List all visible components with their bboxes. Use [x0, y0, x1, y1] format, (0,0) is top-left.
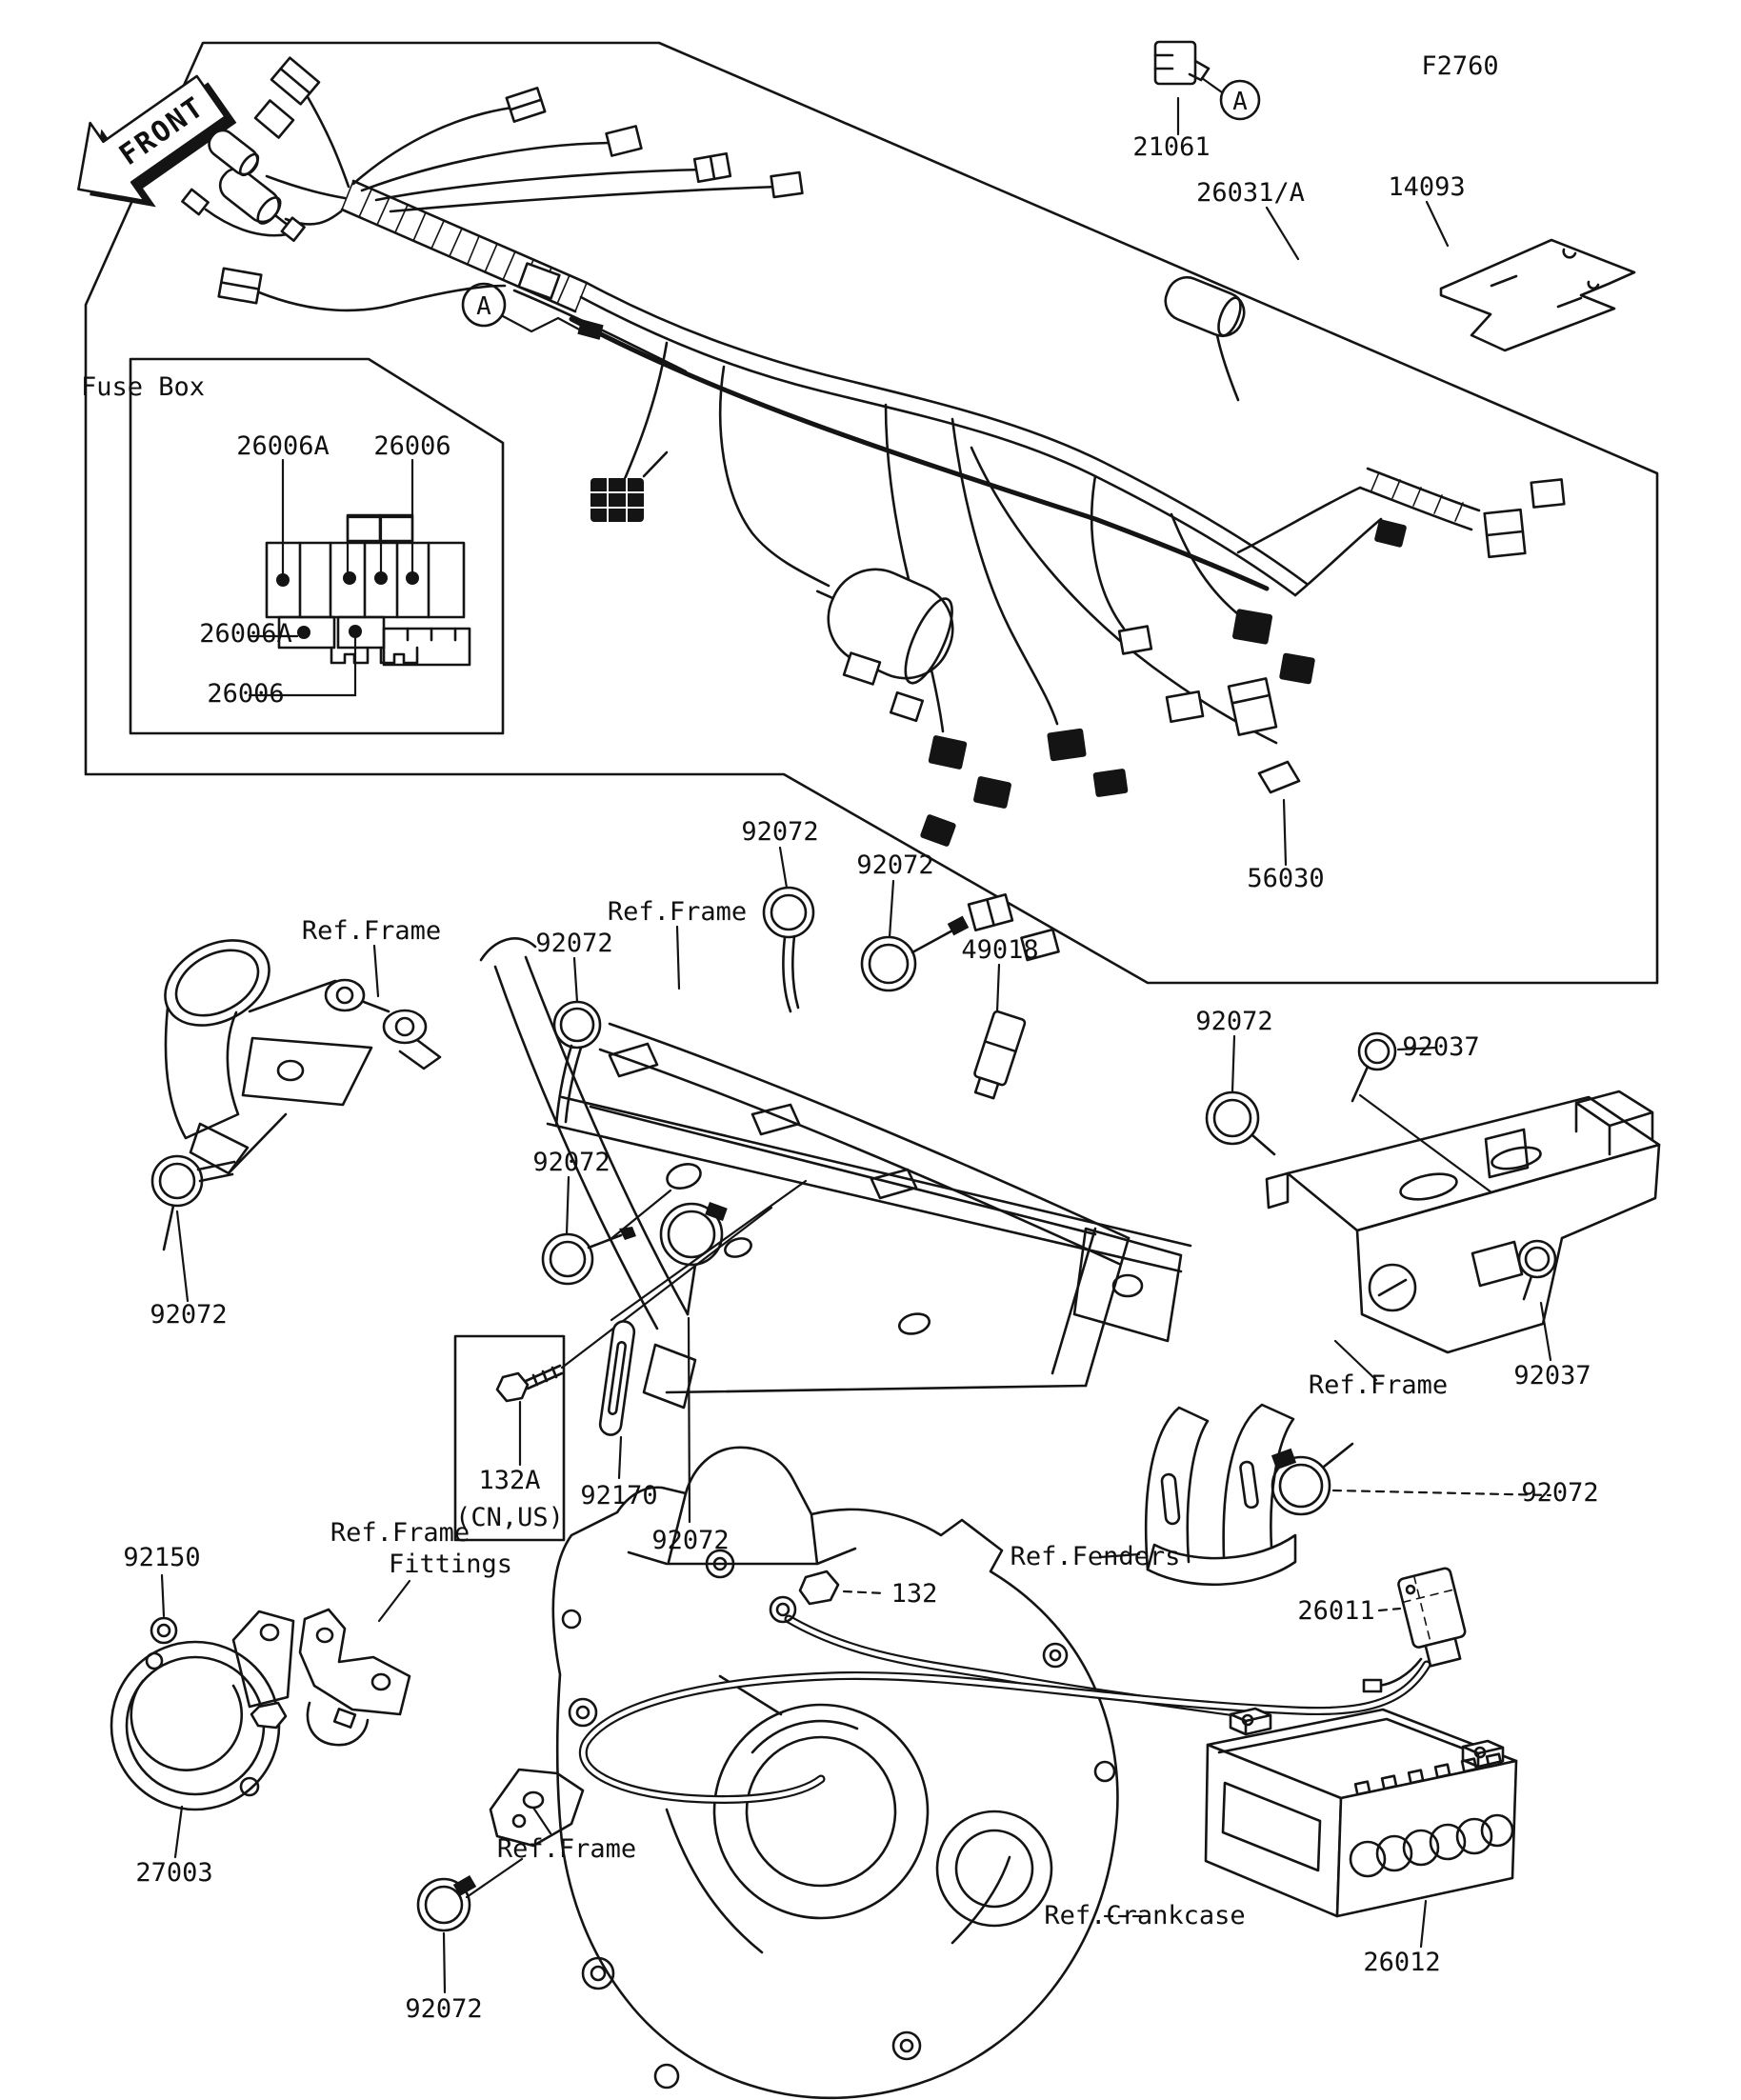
horn-assembly [110, 1573, 411, 1859]
callout-26006a-top: 26006A [236, 431, 330, 461]
callout-92072-b: 92072 [856, 850, 933, 880]
callout-132a-region: (CN,US) [455, 1503, 564, 1532]
fuse-box-inset [129, 357, 505, 735]
steering-head [150, 939, 442, 1303]
callout-ref-frame-left: Ref.Frame [302, 916, 441, 946]
callout-26006-left: 26006 [207, 679, 284, 709]
detail-marker-a-top: A [1232, 88, 1248, 116]
callout-14093: 14093 [1388, 172, 1465, 202]
battery-26012 [1204, 1707, 1518, 1949]
callout-26012: 26012 [1363, 1948, 1440, 1977]
callout-26006-top: 26006 [373, 431, 450, 461]
callout-ref-frame-fittings-1: Ref.Frame [330, 1518, 470, 1548]
right-bracket [1265, 1090, 1661, 1382]
part-14093 [1425, 200, 1636, 352]
fuse-box-title: Fuse Box [81, 372, 205, 402]
callout-49018: 49018 [961, 935, 1038, 965]
battery-terminal-neg [1229, 1707, 1272, 1736]
callout-27003: 27003 [135, 1858, 212, 1888]
bottom-bracket [416, 1768, 585, 1994]
callout-92037-2: 92037 [1513, 1361, 1591, 1390]
callout-ref-crankcase: Ref.Crankcase [1044, 1901, 1245, 1930]
callout-92072-e: 92072 [532, 1148, 610, 1177]
part-21061 [1153, 40, 1261, 136]
callout-ref-frame-bottom: Ref.Frame [497, 1834, 636, 1864]
callout-92072-f: 92072 [1195, 1007, 1272, 1036]
callout-26006a-left: 26006A [199, 619, 292, 649]
callout-ref-frame-right: Ref.Frame [1309, 1370, 1448, 1400]
callout-f2760: F2760 [1421, 51, 1498, 81]
clamps-and-ties [541, 846, 1557, 1524]
part-132a [453, 1206, 773, 1542]
callout-ref-frame-fittings-2: Fittings [389, 1550, 512, 1579]
callout-ref-fenders: Ref.Fenders [1011, 1542, 1181, 1571]
callout-92072-i: 92072 [405, 1994, 482, 2024]
detail-marker-a-harness: A [476, 292, 491, 321]
starter-relay-26011 [1362, 1567, 1467, 1693]
callout-21061: 21061 [1132, 132, 1210, 162]
callout-132: 132 [891, 1579, 938, 1609]
callout-92072-a: 92072 [741, 817, 818, 847]
callout-26011: 26011 [1297, 1596, 1374, 1626]
callout-92037-1: 92037 [1402, 1032, 1479, 1062]
harness-box [84, 41, 1659, 985]
part-92170 [598, 1179, 808, 1480]
callout-92072-h: 92072 [651, 1526, 729, 1555]
callout-ref-frame-mid: Ref.Frame [608, 897, 747, 927]
wiring-harness-art [181, 56, 1566, 962]
cables [579, 1570, 1431, 1804]
callout-92072-d: 92072 [150, 1300, 227, 1330]
callout-56030: 56030 [1247, 864, 1324, 893]
callout-92072-g: 92072 [1521, 1478, 1598, 1508]
fender-stay [1098, 1403, 1297, 1587]
callout-92170: 92170 [580, 1481, 657, 1510]
crankcase [551, 1446, 1143, 2100]
callout-132a: 132A [478, 1466, 540, 1495]
callout-92150: 92150 [123, 1543, 200, 1572]
callout-26031a: 26031/A [1196, 178, 1305, 208]
leader-26031a [1265, 206, 1300, 261]
callout-92072-c: 92072 [535, 929, 612, 958]
leader-56030 [1282, 798, 1288, 867]
frame-art [479, 925, 1192, 1410]
